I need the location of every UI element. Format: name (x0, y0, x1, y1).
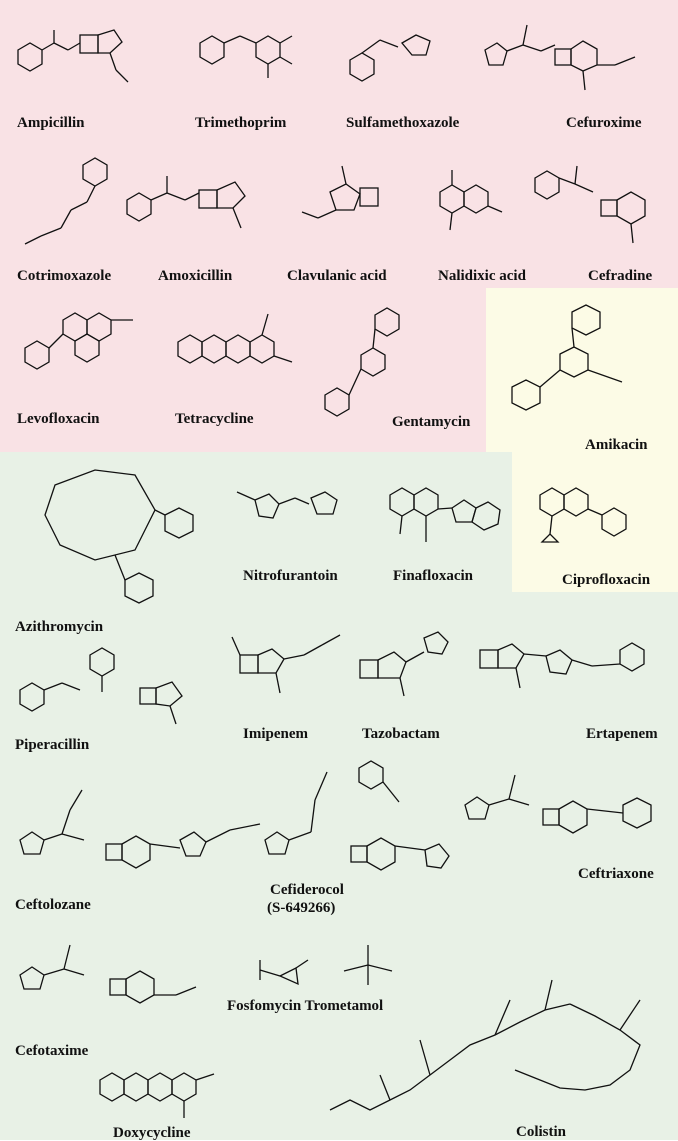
tetracycline-structure (177, 313, 293, 364)
colistin-structure (329, 979, 641, 1111)
trometamol-structure (343, 945, 393, 985)
label-ciprofloxacin: Ciprofloxacin (562, 572, 651, 588)
green-region-lower (0, 592, 678, 1140)
yellow-region-lower (512, 452, 678, 592)
green-region (0, 452, 512, 592)
label-sulfamethoxazole: Sulfamethoxazole (346, 115, 460, 131)
label-azithromycin: Azithromycin (15, 619, 104, 635)
ciprofloxacin-structure (539, 487, 627, 543)
label-cefradine: Cefradine (588, 268, 653, 284)
nalidixic-acid-structure (439, 170, 503, 231)
gentamycin-structure (324, 307, 400, 417)
label-amoxicillin: Amoxicillin (158, 268, 233, 284)
label-nitrofurantoin: Nitrofurantoin (243, 568, 338, 584)
ampicillin-structure (17, 29, 129, 83)
amoxicillin-structure (126, 176, 246, 229)
pink-region-lower (0, 288, 486, 452)
label-fosfomycin-trometamol: Fosfomycin Trometamol (227, 998, 384, 1014)
label-amikacin: Amikacin (585, 437, 648, 453)
label-cotrimoxazole: Cotrimoxazole (17, 268, 112, 284)
label-nalidixic-acid: Nalidixic acid (438, 268, 526, 284)
label-piperacillin: Piperacillin (15, 737, 90, 753)
cefiderocol-structure (264, 760, 450, 871)
label-doxycycline: Doxycycline (113, 1125, 191, 1141)
yellow-region (486, 288, 678, 452)
tazobactam-structure (359, 631, 449, 697)
doxycycline-structure (99, 1072, 215, 1118)
piperacillin-structure (19, 647, 183, 725)
ceftriaxone-structure (464, 774, 652, 834)
nitrofurantoin-structure (236, 491, 338, 519)
label-ceftriaxone: Ceftriaxone (578, 866, 654, 882)
label-tazobactam: Tazobactam (362, 726, 440, 742)
label-cefiderocol: Cefiderocol (270, 882, 344, 898)
pink-region (0, 0, 678, 288)
label-clavulanic-acid: Clavulanic acid (287, 268, 387, 284)
label-finafloxacin: Finafloxacin (393, 568, 474, 584)
label-cefiderocol-code: (S-649266) (267, 900, 336, 916)
label-gentamycin: Gentamycin (392, 414, 471, 430)
label-tetracycline: Tetracycline (175, 411, 254, 427)
amikacin-structure (511, 304, 623, 411)
cefuroxime-structure (484, 24, 636, 91)
ceftolozane-structure (19, 789, 261, 869)
finafloxacin-structure (389, 487, 501, 542)
label-colistin: Colistin (516, 1124, 567, 1140)
label-ampicillin: Ampicillin (17, 115, 85, 131)
levofloxacin-structure (24, 312, 133, 370)
label-levofloxacin: Levofloxacin (17, 411, 100, 427)
fosfomycin-structure (259, 959, 309, 986)
label-trimethoprim: Trimethoprim (195, 115, 287, 131)
imipenem-structure (231, 634, 341, 694)
azithromycin-structure (44, 469, 194, 604)
ertapenem-structure (479, 642, 645, 689)
label-cefotaxime: Cefotaxime (15, 1043, 89, 1059)
cotrimoxazole-structure (24, 157, 108, 245)
cefradine-structure (534, 165, 646, 244)
label-ceftolozane: Ceftolozane (15, 897, 91, 913)
sulfamethoxazole-structure (349, 34, 431, 82)
cefotaxime-structure (19, 944, 197, 1004)
clavulanic-acid-structure (301, 165, 379, 219)
label-imipenem: Imipenem (243, 726, 308, 742)
label-ertapenem: Ertapenem (586, 726, 658, 742)
trimethoprim-structure (199, 35, 293, 78)
label-cefuroxime: Cefuroxime (566, 115, 642, 131)
